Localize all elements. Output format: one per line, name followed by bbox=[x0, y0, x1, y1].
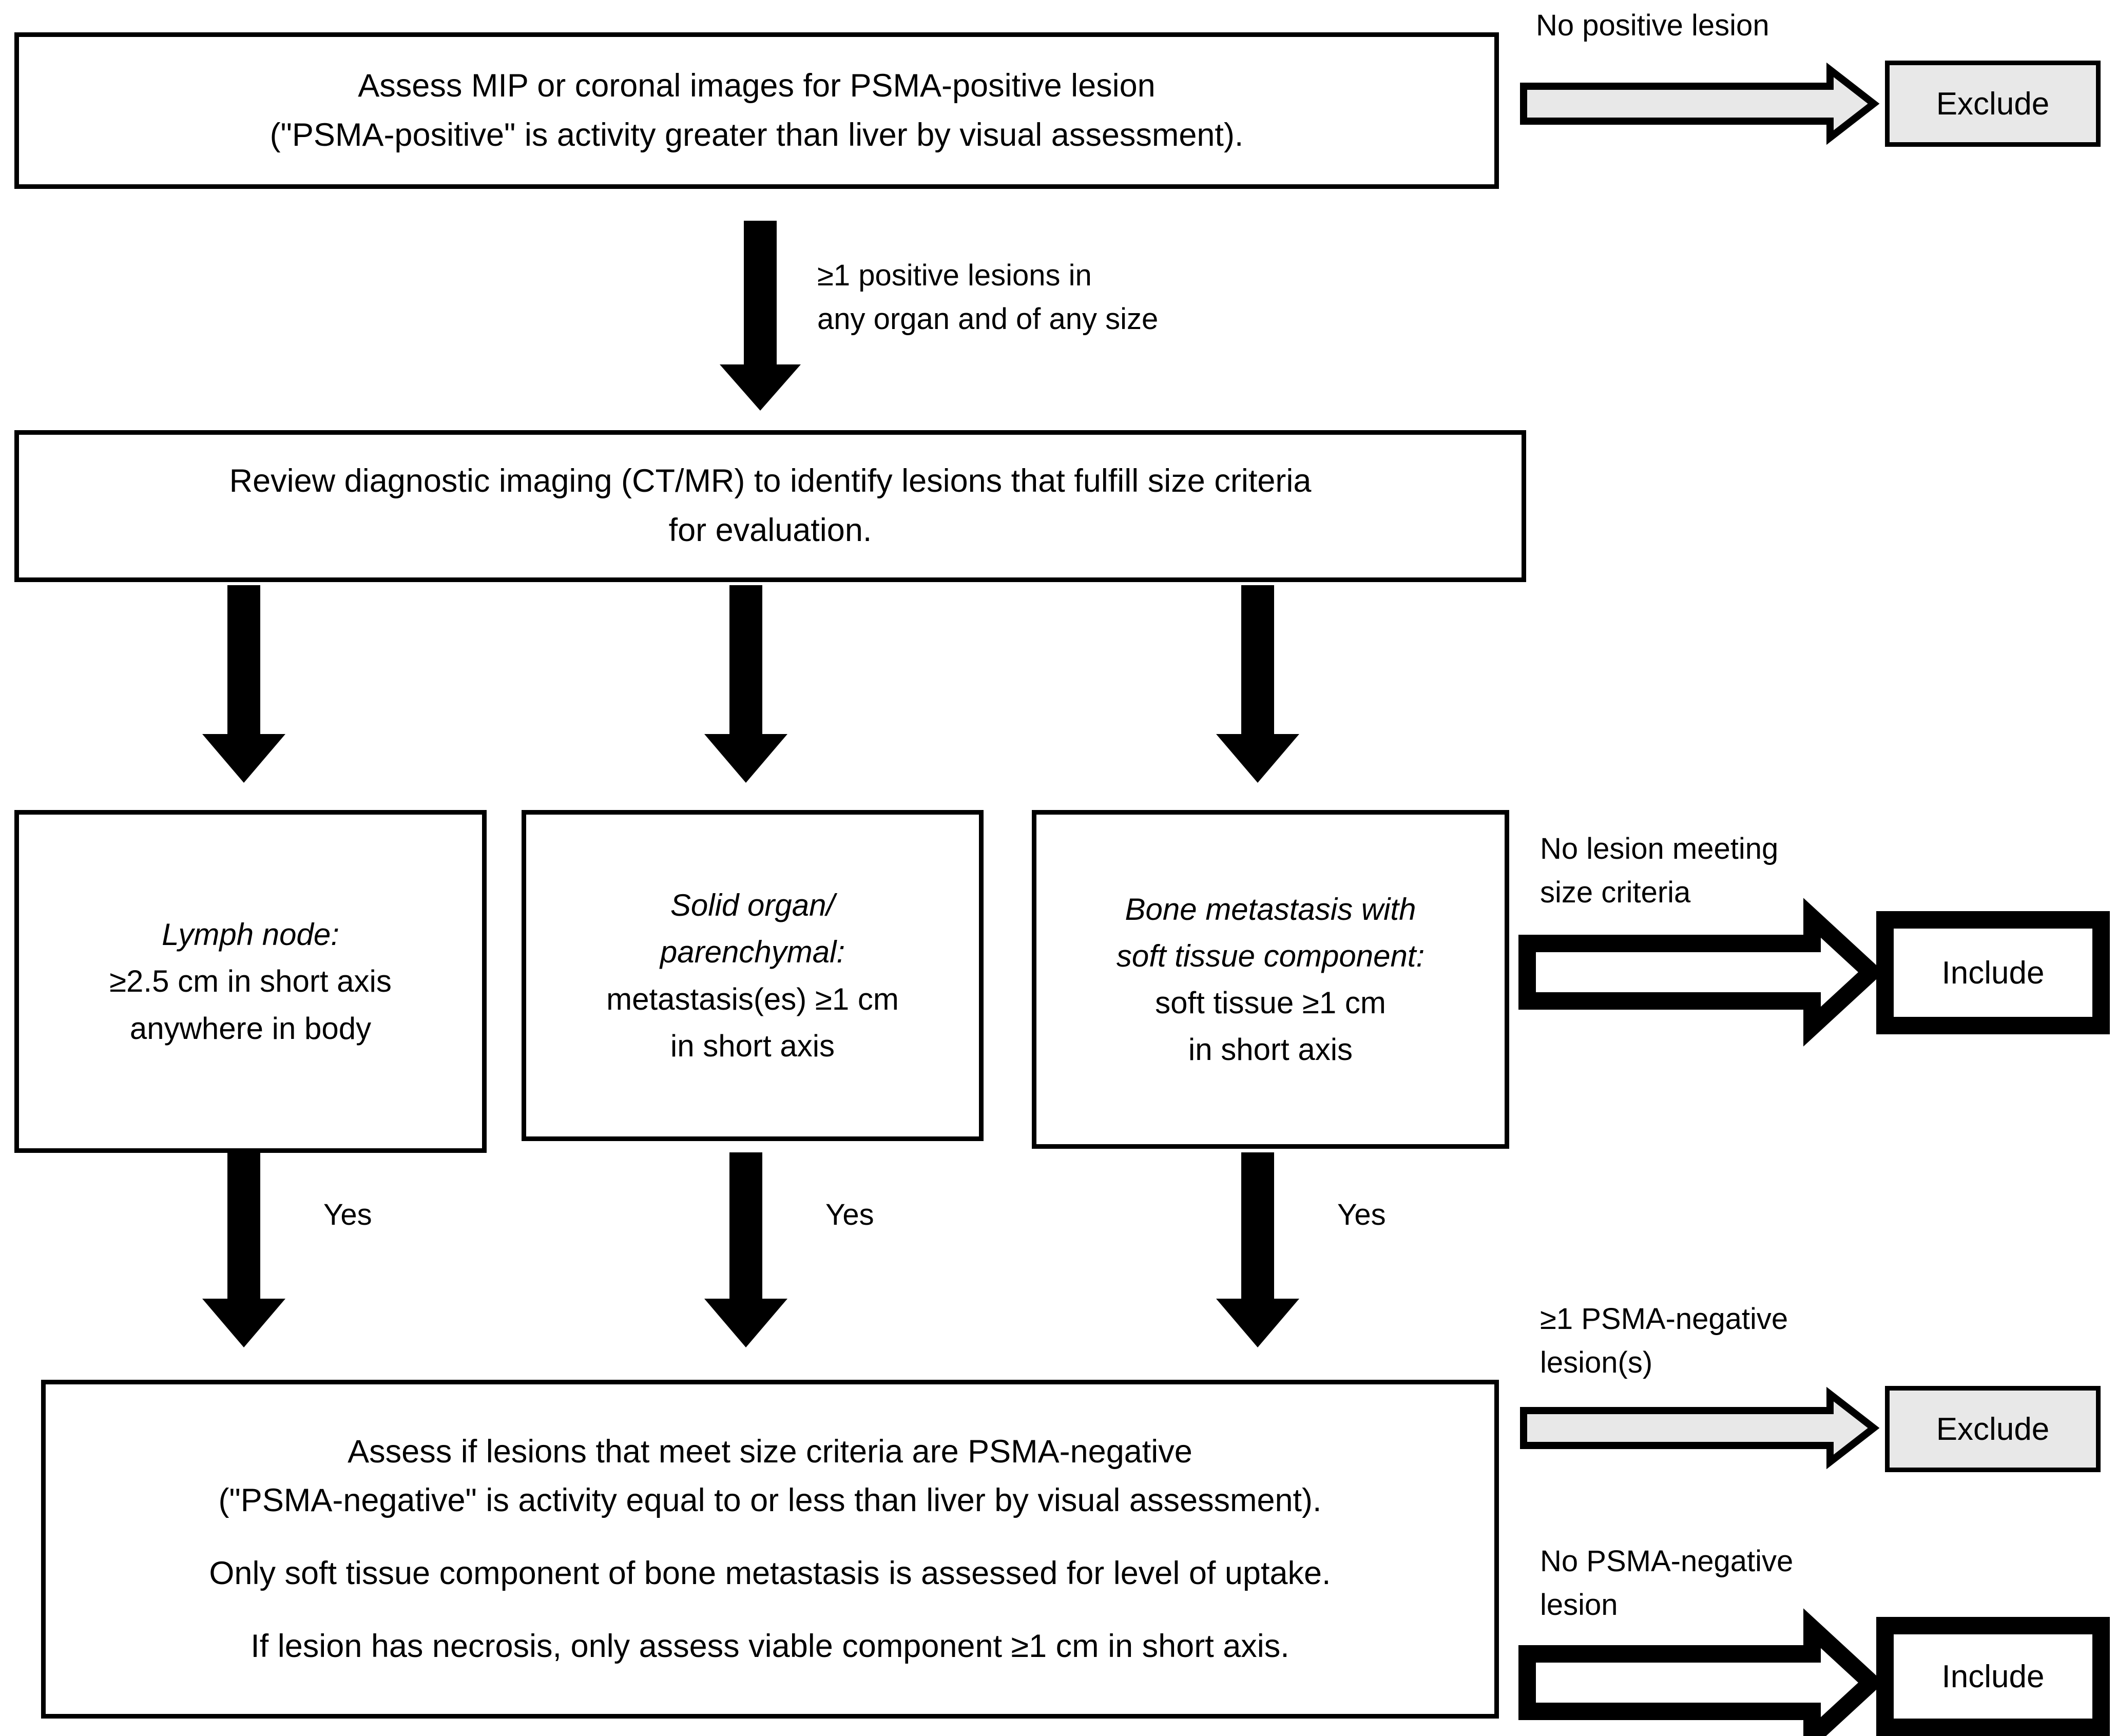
solid-organ-line-2: in short axis bbox=[670, 1028, 835, 1063]
block-arrow-no-lesion-meeting-size bbox=[1518, 898, 1884, 1047]
bone-met-heading-line-1: Bone metastasis with bbox=[1125, 892, 1416, 927]
down-arrow-yes-left bbox=[202, 1152, 285, 1347]
node-review-imaging: Review diagnostic imaging (CT/MR) to ide… bbox=[14, 430, 1526, 582]
node-bone-met: Bone metastasis with soft tissue compone… bbox=[1032, 810, 1509, 1149]
assess-negative-line-2: ("PSMA-negative" is activity equal to or… bbox=[218, 1482, 1322, 1519]
assess-negative-line-4: If lesion has necrosis, only assess viab… bbox=[251, 1628, 1290, 1664]
exclude-top-label: Exclude bbox=[1936, 86, 2050, 122]
node-include-mid: Include bbox=[1876, 911, 2110, 1034]
exclude-bottom-label: Exclude bbox=[1936, 1411, 2050, 1447]
node-include-bottom: Include bbox=[1876, 1617, 2110, 1736]
edge-label-yes-middle: Yes bbox=[825, 1198, 874, 1231]
review-imaging-line-2: for evaluation. bbox=[668, 512, 872, 548]
down-arrow-to-solid-organ bbox=[704, 585, 787, 783]
node-solid-organ: Solid organ/ parenchymal: metastasis(es)… bbox=[522, 810, 984, 1141]
assess-mip-line-2: ("PSMA-positive" is activity greater tha… bbox=[270, 117, 1244, 153]
bone-met-line-2: in short axis bbox=[1188, 1032, 1353, 1067]
node-assess-negative: Assess if lesions that meet size criteri… bbox=[41, 1380, 1499, 1719]
edge-label-yes-right: Yes bbox=[1337, 1198, 1386, 1231]
lymph-node-line-2: anywhere in body bbox=[129, 1011, 372, 1046]
review-imaging-line-1: Review diagnostic imaging (CT/MR) to ide… bbox=[229, 463, 1312, 499]
node-exclude-bottom: Exclude bbox=[1885, 1386, 2101, 1472]
edge-label-no-psma-negative: No PSMA-negative lesion bbox=[1540, 1545, 1794, 1622]
down-arrow-yes-middle bbox=[704, 1152, 787, 1347]
block-arrow-one-or-more-psma-negative bbox=[1520, 1386, 1880, 1470]
edge-label-no-positive-lesion: No positive lesion bbox=[1536, 9, 1769, 42]
include-mid-label: Include bbox=[1941, 955, 2045, 991]
assess-mip-line-1: Assess MIP or coronal images for PSMA-po… bbox=[358, 67, 1156, 104]
edge-label-no-lesion-meeting-size: No lesion meeting size criteria bbox=[1540, 832, 1779, 909]
edge-label-one-or-more-positive: ≥1 positive lesions in any organ and of … bbox=[817, 259, 1159, 336]
edge-label-one-or-more-psma-negative: ≥1 PSMA-negative lesion(s) bbox=[1540, 1302, 1788, 1379]
solid-organ-line-1: metastasis(es) ≥1 cm bbox=[606, 981, 899, 1016]
node-assess-mip: Assess MIP or coronal images for PSMA-po… bbox=[14, 32, 1499, 189]
node-lymph-node: Lymph node: ≥2.5 cm in short axis anywhe… bbox=[14, 810, 487, 1153]
block-arrow-no-psma-negative bbox=[1518, 1608, 1884, 1736]
bone-met-line-1: soft tissue ≥1 cm bbox=[1155, 986, 1386, 1020]
down-arrow-yes-right bbox=[1216, 1152, 1299, 1347]
down-arrow-to-bone-met bbox=[1216, 585, 1299, 783]
lymph-node-line-1: ≥2.5 cm in short axis bbox=[109, 964, 392, 999]
down-arrow-to-lymph-node bbox=[202, 585, 285, 783]
edge-label-yes-left: Yes bbox=[323, 1198, 372, 1231]
node-exclude-top: Exclude bbox=[1885, 61, 2101, 147]
solid-organ-heading-line-2: parenchymal: bbox=[660, 935, 845, 970]
lymph-node-heading: Lymph node: bbox=[162, 917, 339, 952]
solid-organ-heading-line-1: Solid organ/ bbox=[670, 888, 835, 923]
block-arrow-no-positive-lesion bbox=[1520, 62, 1880, 145]
assess-negative-line-3: Only soft tissue component of bone metas… bbox=[209, 1555, 1331, 1591]
bone-met-heading-line-2: soft tissue component: bbox=[1116, 938, 1425, 973]
down-arrow-one-or-more-positive bbox=[720, 221, 801, 411]
include-bottom-label: Include bbox=[1941, 1658, 2045, 1694]
assess-negative-line-1: Assess if lesions that meet size criteri… bbox=[348, 1433, 1192, 1470]
